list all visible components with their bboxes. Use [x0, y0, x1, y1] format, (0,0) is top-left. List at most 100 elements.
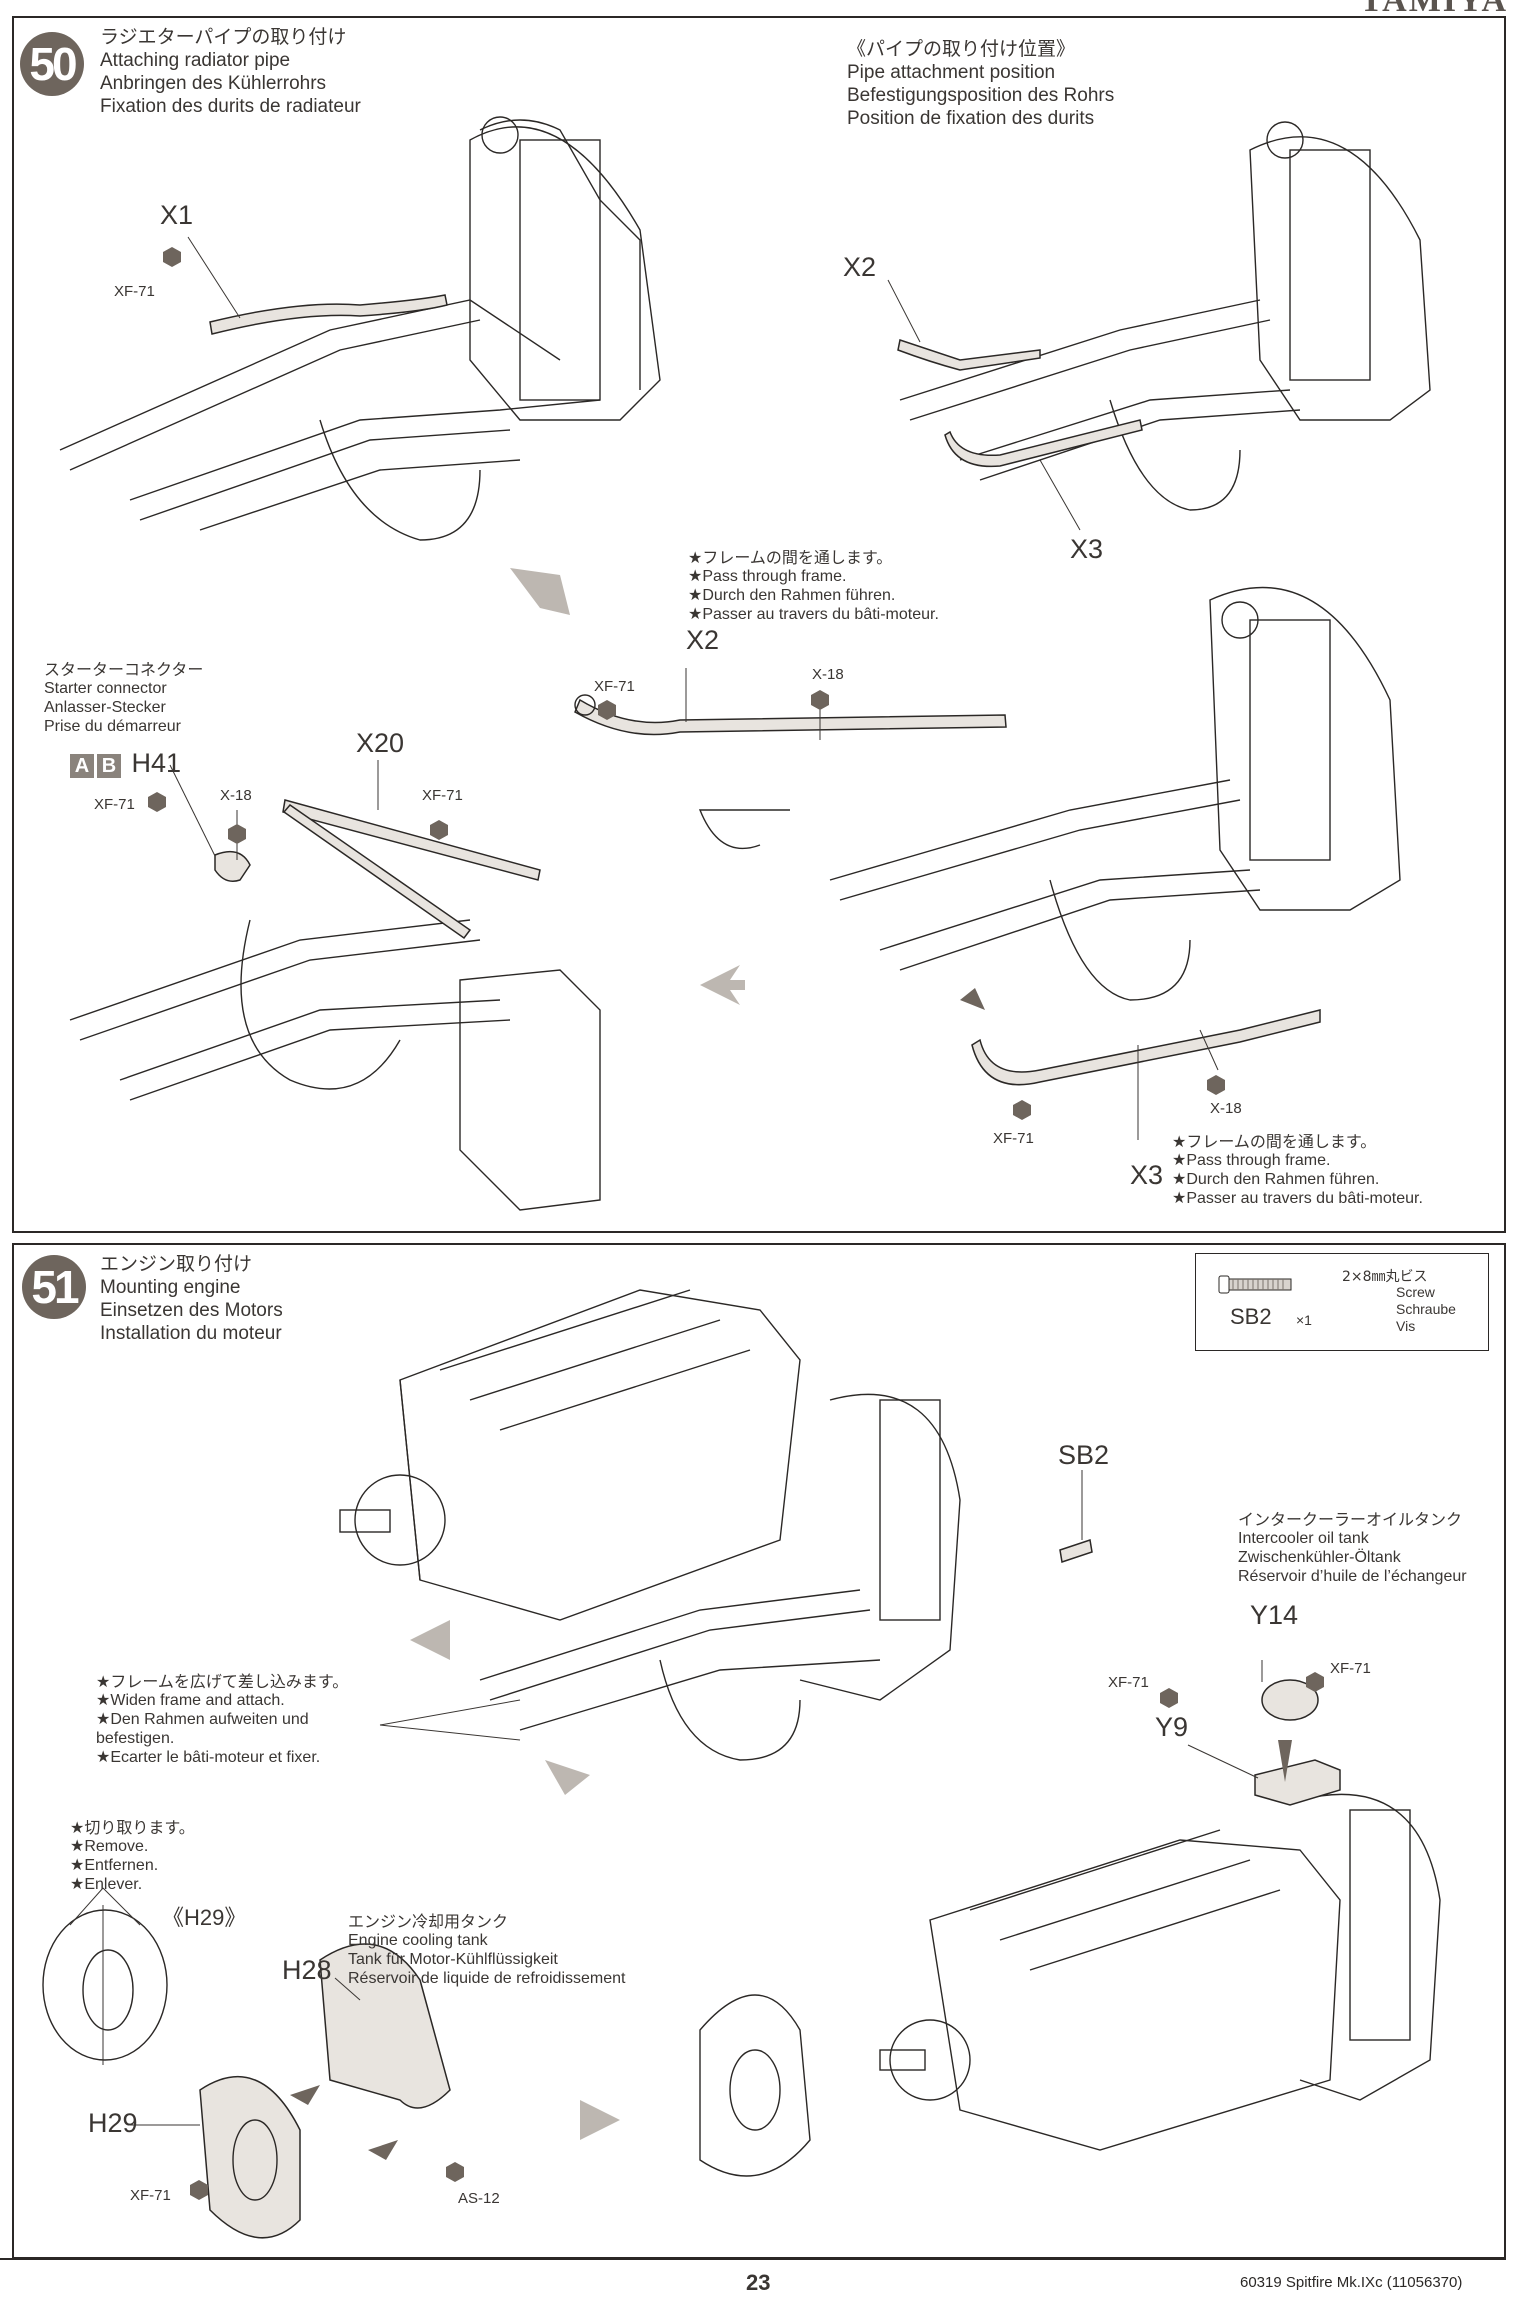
note-jp: ★フレームを広げて差し込みます。 — [96, 1672, 349, 1691]
caption-fr: Prise du démarreur — [44, 718, 181, 735]
variant-a-badge: A — [70, 754, 94, 778]
paint-label-xf71: XF-71 — [594, 678, 635, 695]
hatched-arrow-down-right-icon — [545, 1760, 590, 1795]
title-en: Mounting engine — [100, 1277, 241, 1298]
caption-jp: エンジン冷却用タンク — [348, 1912, 509, 1931]
screw-part-code: SB2 — [1230, 1304, 1272, 1329]
paint-label-xf71: XF-71 — [1330, 1660, 1371, 1677]
note-fr: ★Ecarter le bâti-moteur et fixer. — [96, 1749, 321, 1766]
paint-drop-icon — [430, 820, 448, 840]
leader-lines — [130, 1470, 1263, 2126]
part-label-sb2: SB2 — [1058, 1440, 1110, 1470]
caption-fr: Réservoir de liquide de refroidissement — [348, 1970, 626, 1987]
paint-label-xf71: XF-71 — [130, 2187, 171, 2204]
pipe-position-caption: 《パイプの取り付け位置》 Pipe attachment position Be… — [847, 38, 1114, 130]
part-x1-pipe — [209, 294, 448, 335]
engine-assembly-drawing-2 — [699, 1793, 1441, 2177]
part-x2-pipe-detail — [574, 698, 1007, 736]
h29-installed — [699, 1994, 811, 2177]
part-label-x2-inset: X2 — [843, 252, 877, 282]
note-fr: ★Enlever. — [70, 1876, 143, 1893]
part-label-x3-inset: X3 — [1070, 534, 1104, 564]
arrow-icon — [368, 2140, 398, 2160]
paint-drop-icon — [811, 690, 829, 710]
flow-arrows — [410, 1620, 620, 2140]
paint-label-xf71: XF-71 — [422, 787, 463, 804]
caption-de: Tank für Motor-Kühlflüssigkeit — [348, 1951, 558, 1968]
step-50-title: ラジエターパイプの取り付け Attaching radiator pipe An… — [100, 26, 361, 118]
part-label-x2: X2 — [686, 625, 720, 655]
engine-assembly-drawing-1 — [339, 1289, 1093, 1761]
step-number-badge: 51 — [22, 1255, 86, 1319]
paint-drop-icon — [163, 247, 181, 267]
step-number-badge: 50 — [20, 32, 84, 96]
part-label-h29-detail: 《H29》 — [162, 1905, 247, 1930]
paint-drop-icon — [446, 2162, 464, 2182]
part-label-y9: Y9 — [1155, 1712, 1189, 1742]
caption-en: Intercooler oil tank — [1238, 1530, 1369, 1547]
arrow-icon — [290, 2085, 320, 2105]
cooling-tank-caption: エンジン冷却用タンク Engine cooling tank Tank für … — [348, 1912, 625, 1988]
flow-arrows — [510, 568, 985, 1010]
arrow-down-icon — [1278, 1740, 1292, 1782]
screw-name-de: Schraube — [1396, 1301, 1456, 1317]
part-label-h29: H29 — [88, 2108, 138, 2138]
caption-jp: インタークーラーオイルタンク — [1238, 1510, 1463, 1529]
note-jp: ★フレームの間を通します。 — [1172, 1132, 1377, 1151]
screw-name-multi: Screw Schraube Vis — [1396, 1284, 1456, 1335]
title-de: Einsetzen des Motors — [100, 1300, 283, 1321]
caption-fr: Position de fixation des durits — [847, 108, 1095, 129]
caption-jp: スターターコネクター — [44, 660, 204, 679]
paint-label-xf71: XF-71 — [114, 283, 155, 300]
caption-en: Starter connector — [44, 680, 167, 697]
engine-frame-drawing-1 — [59, 116, 661, 541]
caption-jp: 《パイプの取り付け位置》 — [847, 38, 1076, 60]
widen-frame-note: ★フレームを広げて差し込みます。 ★Widen frame and attach… — [96, 1672, 348, 1767]
paint-drop-icon — [190, 2180, 208, 2200]
part-label-x1: X1 — [160, 200, 194, 230]
paint-label-x18: X-18 — [812, 666, 844, 683]
hatched-arrow-down-right — [510, 568, 570, 615]
part-x2-pipe — [897, 339, 1041, 371]
note-en: ★Widen frame and attach. — [96, 1692, 285, 1709]
paint-label-as12: AS-12 — [458, 2190, 500, 2207]
hatched-arrow-left-icon — [410, 1620, 450, 1660]
h41-text: H41 — [131, 748, 182, 778]
title-fr: Fixation des durits de radiateur — [100, 96, 361, 117]
sb2-screw-shape — [1059, 1539, 1093, 1563]
paint-label-xf71: XF-71 — [993, 1130, 1034, 1147]
step-50-panel — [12, 16, 1506, 1233]
caption-en: Pipe attachment position — [847, 62, 1056, 83]
pass-through-note-1: ★フレームの間を通します。 ★Pass through frame. ★Durc… — [688, 548, 939, 624]
paint-drop-icon — [1160, 1688, 1178, 1708]
pass-through-note-2: ★フレームの間を通します。 ★Pass through frame. ★Durc… — [1172, 1132, 1423, 1208]
note-jp: ★フレームの間を通します。 — [688, 548, 893, 567]
caption-en: Engine cooling tank — [348, 1932, 488, 1949]
part-x3-pipe-detail — [971, 1009, 1321, 1086]
part-h41-connector — [214, 850, 251, 882]
engine-frame-drawing-3 — [574, 586, 1401, 1086]
hatched-arrow-left — [700, 965, 745, 1005]
note-en: ★Pass through frame. — [1172, 1152, 1331, 1169]
h29-detail-outline — [42, 1909, 168, 2061]
caption-fr: Réservoir d’huile de l’échangeur — [1238, 1568, 1467, 1585]
note-jp: ★切り取ります。 — [70, 1818, 195, 1837]
paint-label-xf71: XF-71 — [94, 796, 135, 813]
paint-drop-icon — [598, 700, 616, 720]
remove-note: ★切り取ります。 ★Remove. ★Entfernen. ★Enlever. — [70, 1818, 195, 1894]
note-en: ★Remove. — [70, 1838, 149, 1855]
paint-label-xf71: XF-71 — [1108, 1674, 1149, 1691]
title-jp: エンジン取り付け — [100, 1253, 253, 1275]
paint-label-x18: X-18 — [1210, 1100, 1242, 1117]
note-de: ★Durch den Rahmen führen. — [1172, 1171, 1380, 1188]
paint-label-x18: X-18 — [220, 787, 252, 804]
y-parts-drawing — [1254, 1679, 1341, 1806]
caption-de: Befestigungsposition des Rohrs — [847, 85, 1115, 106]
screw-name-fr: Vis — [1396, 1318, 1416, 1334]
note-fr: ★Passer au travers du bâti-moteur. — [688, 606, 939, 623]
hatched-arrow-right-icon — [580, 2100, 620, 2140]
starter-connector-caption: スターターコネクター Starter connector Anlasser-St… — [44, 660, 203, 736]
screw-callout: SB2 ×1 2×8㎜丸ビス Screw Schraube Vis — [1195, 1253, 1489, 1351]
